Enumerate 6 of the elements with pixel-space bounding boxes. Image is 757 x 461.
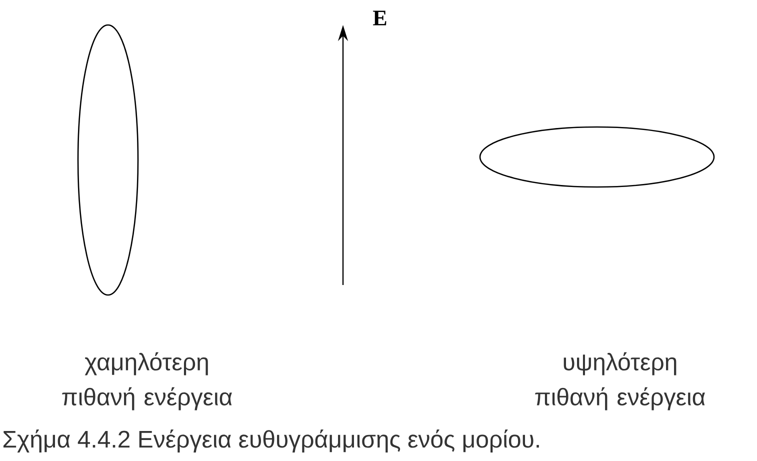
- caption-text: υψηλότερη πιθανή ενέργεια: [535, 352, 705, 410]
- ellipse-shape: [77, 24, 139, 296]
- ellipse-shape: [479, 126, 715, 188]
- figure-caption: Σχήμα 4.4.2 Ενέργεια ευθυγράμμισης ενός μορίου.: [3, 429, 539, 453]
- caption-text: χαμηλότερη πιθανή ενέργεια: [62, 352, 232, 410]
- field-label: E: [373, 10, 386, 26]
